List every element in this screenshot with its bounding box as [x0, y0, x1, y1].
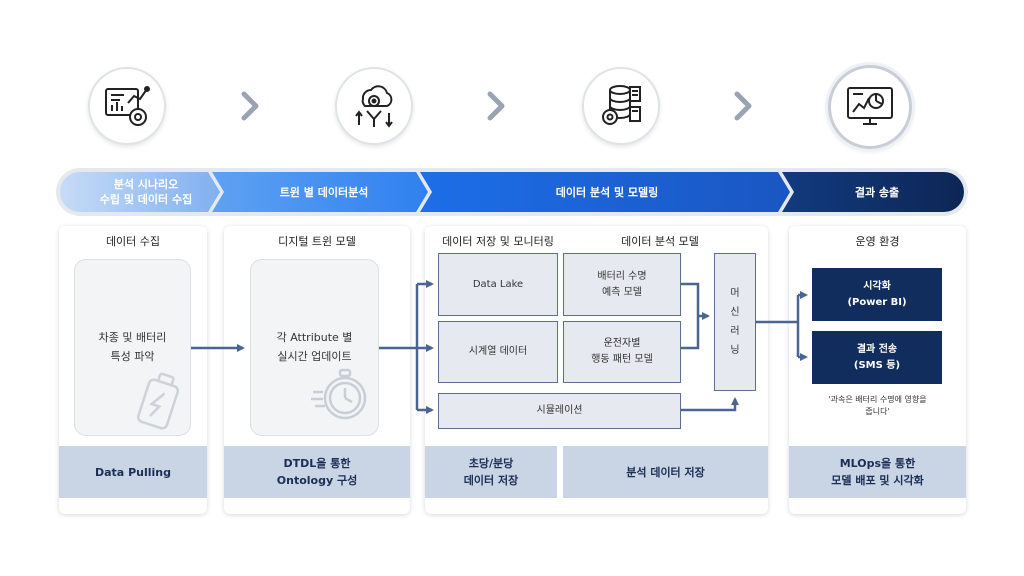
- stage-label-1: 분석 시나리오 수립 및 데이터 수집: [99, 178, 193, 206]
- digital-twin-title: 디지털 트윈 모델: [278, 235, 356, 248]
- chevron-right-icon: [241, 91, 259, 121]
- simulation-box: 시뮬레이션: [438, 393, 681, 429]
- stage-segment-3: [420, 172, 790, 212]
- storage-footer: 초당/분당 데이터 저장: [425, 446, 557, 498]
- battery-icon: [137, 372, 180, 430]
- stage-label-3: 데이터 분석 및 모델링: [555, 185, 659, 199]
- driver-pattern-model-box: 운전자별 행동 패턴 모델: [563, 321, 681, 383]
- stage-segment-1: [60, 172, 220, 212]
- visualization-box: 시각화 (Power BI): [812, 268, 942, 321]
- attribute-update-box: 각 Attribute 별 실시간 업데이트: [250, 259, 379, 436]
- dtdl-ontology-footer: DTDL을 통한 Ontology 구성: [224, 446, 410, 498]
- chevron-right-icon: [487, 91, 505, 121]
- battery-life-model-box: 배터리 수명 예측 모델: [563, 253, 681, 316]
- timeseries-data-box: 시계열 데이터: [438, 321, 558, 383]
- alert-message-note: '과속은 배터리 수명에 영향을 줍니다': [828, 395, 927, 416]
- data-lake-box: Data Lake: [438, 253, 558, 316]
- data-collection-title: 데이터 수집: [105, 235, 161, 248]
- data-collection-icon: [88, 67, 166, 145]
- analysis-storage-footer: 분석 데이터 저장: [563, 446, 768, 498]
- attribute-update-text: 각 Attribute 별 실시간 업데이트: [276, 331, 353, 363]
- storage-monitoring-title: 데이터 저장 및 모니터링: [442, 235, 554, 248]
- result-transfer-box: 결과 전송 (SMS 등): [812, 331, 942, 384]
- digital-twin-icon: [335, 67, 413, 145]
- stage-segment-2: [212, 172, 428, 212]
- machine-learning-box: 머 신 러 닝: [714, 253, 756, 391]
- stopwatch-icon: [311, 368, 367, 420]
- data-pulling-footer: Data Pulling: [59, 446, 207, 498]
- stage-segment-4: [782, 172, 964, 212]
- database-server-icon: [582, 67, 660, 145]
- monitor-dashboard-icon: [828, 65, 912, 149]
- battery-feature-box: 차종 및 배터리 특성 파악: [74, 259, 191, 436]
- chevron-right-icon: [734, 91, 752, 121]
- stage-label-4: 결과 송출: [854, 185, 900, 199]
- battery-feature-text: 차종 및 배터리 특성 파악: [98, 331, 167, 363]
- analysis-model-title: 데이터 분석 모델: [621, 235, 699, 248]
- stage-label-2: 트윈 별 데이터분석: [279, 185, 369, 199]
- stage-band: [56, 168, 968, 216]
- mlops-footer: MLOps을 통한 모델 배포 및 시각화: [789, 446, 966, 498]
- operation-title: 운영 환경: [855, 235, 900, 248]
